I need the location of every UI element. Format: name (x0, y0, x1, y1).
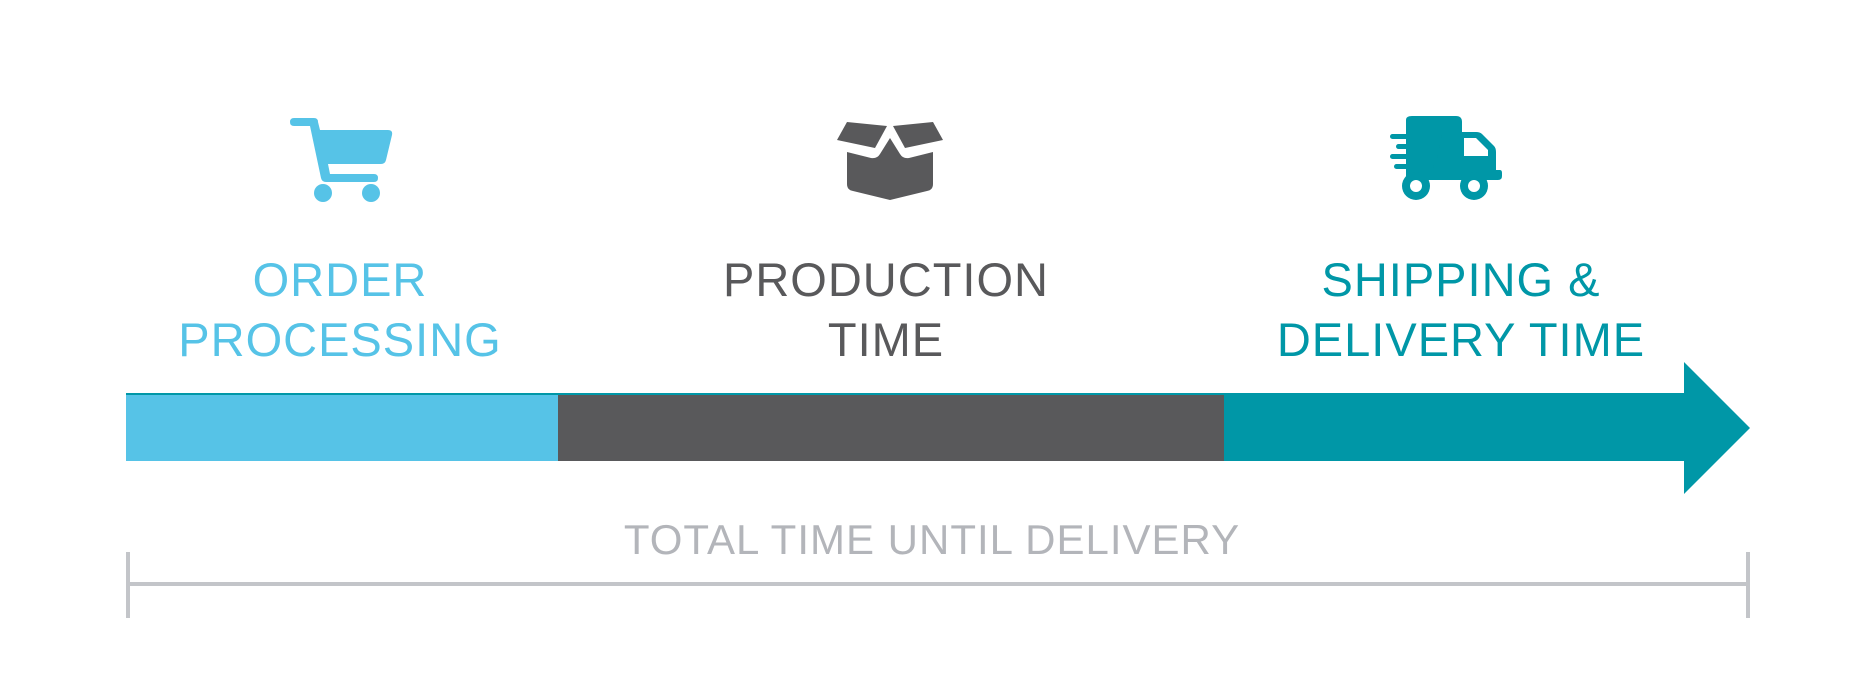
total-time-bracket (126, 552, 1750, 618)
shipping-delivery-time-label-line-2: DELIVERY TIME (1276, 313, 1646, 366)
delivery-truck-icon (1390, 116, 1502, 200)
total-time-label: TOTAL TIME UNTIL DELIVERY (623, 516, 1241, 563)
order-processing-label: ORDER PROCESSING (140, 250, 540, 370)
production-time-label: PRODUCTION TIME (686, 250, 1086, 370)
production-time-label-line-2: TIME (827, 313, 945, 366)
order-processing-label-line-2: PROCESSING (178, 313, 502, 366)
shopping-cart-icon (290, 118, 393, 202)
shipping-delivery-time-label: SHIPPING & DELIVERY TIME (1241, 250, 1681, 370)
open-box-icon (837, 122, 943, 200)
production-time-segment (558, 395, 1224, 461)
shipping-delivery-arrow (1224, 362, 1750, 494)
order-processing-segment (126, 395, 558, 461)
production-time-label-line-1: PRODUCTION (723, 253, 1049, 306)
order-processing-label-line-1: ORDER (252, 253, 428, 306)
shipping-delivery-time-label-line-1: SHIPPING & (1321, 253, 1601, 306)
